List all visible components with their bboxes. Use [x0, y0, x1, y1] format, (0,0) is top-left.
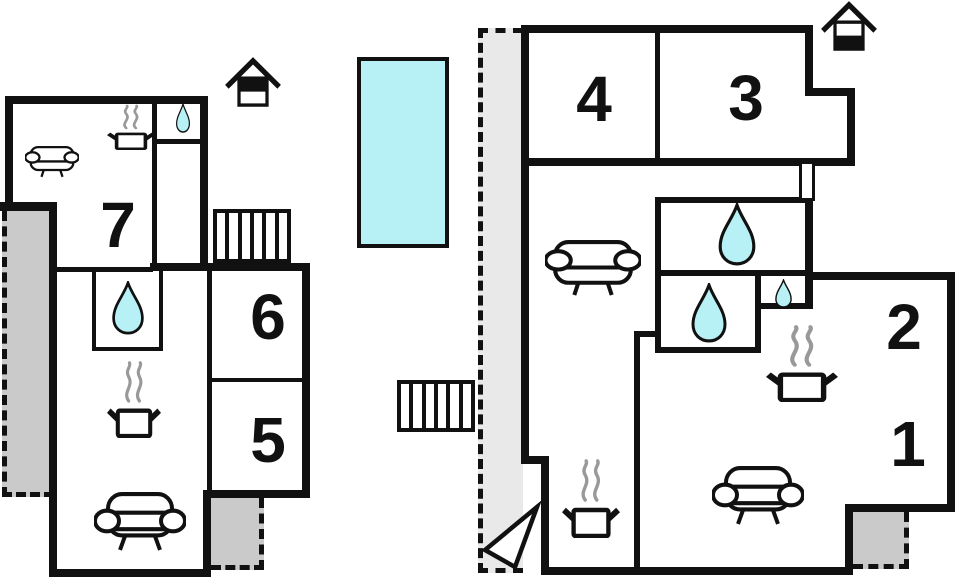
room-label-7: 7 — [100, 189, 136, 261]
wall — [5, 96, 208, 104]
patio-right-building — [853, 512, 909, 569]
wall — [541, 567, 853, 575]
wall — [152, 139, 205, 144]
wall — [947, 272, 955, 512]
stove-icon — [107, 104, 155, 150]
wall — [845, 504, 853, 575]
wall — [521, 25, 529, 464]
stove-icon — [766, 324, 838, 402]
wall — [634, 331, 660, 337]
swimming-pool — [357, 57, 449, 248]
sofa-icon — [94, 492, 186, 552]
entrance-arrow-icon — [480, 499, 542, 572]
wall — [655, 197, 810, 203]
stairs-icon — [213, 209, 291, 263]
wall — [0, 202, 57, 211]
wall — [655, 270, 810, 276]
shower-drop-icon — [716, 203, 758, 266]
wall — [150, 263, 310, 271]
wall — [92, 271, 96, 351]
wall — [200, 96, 208, 271]
wall — [152, 96, 157, 266]
wall — [207, 378, 305, 382]
door-opening — [799, 161, 815, 201]
sofa-icon — [545, 240, 641, 297]
room-label-3: 3 — [728, 62, 764, 134]
wall — [845, 504, 955, 512]
wall — [521, 158, 855, 166]
floor-indicator-house-icon — [821, 1, 877, 51]
wall — [755, 270, 761, 353]
terrace-left — [2, 211, 54, 497]
wall — [805, 88, 855, 96]
wall — [92, 347, 163, 351]
terrace-right — [478, 28, 523, 573]
wall — [521, 456, 549, 464]
wall — [521, 25, 813, 33]
wall — [541, 456, 549, 575]
wall — [302, 263, 310, 498]
wall — [159, 271, 163, 351]
room-label-2: 2 — [886, 291, 922, 363]
wall — [203, 490, 310, 498]
stairs-icon — [397, 380, 475, 432]
sofa-icon — [25, 146, 79, 178]
shower-drop-icon — [689, 283, 729, 343]
patio-left-building — [211, 498, 264, 570]
room-label-5: 5 — [250, 404, 286, 476]
wall — [805, 272, 955, 280]
wall — [53, 267, 153, 272]
wall — [634, 331, 640, 575]
wall — [5, 96, 13, 206]
wall — [805, 25, 813, 95]
shower-drop-icon — [175, 103, 191, 133]
stove-icon — [562, 458, 620, 538]
wall — [655, 25, 660, 166]
room-label-1: 1 — [890, 408, 926, 480]
stove-icon — [107, 360, 161, 438]
wall — [655, 347, 761, 353]
shower-drop-icon — [110, 281, 146, 335]
wall — [805, 196, 813, 308]
sofa-icon — [712, 466, 804, 526]
wall — [203, 490, 211, 577]
wall — [49, 569, 211, 577]
room-label-4: 4 — [576, 63, 612, 135]
wall — [49, 202, 57, 577]
floor-indicator-house-icon — [225, 57, 281, 107]
room-label-6: 6 — [250, 281, 286, 353]
shower-drop-icon — [774, 279, 793, 308]
wall — [847, 88, 855, 166]
